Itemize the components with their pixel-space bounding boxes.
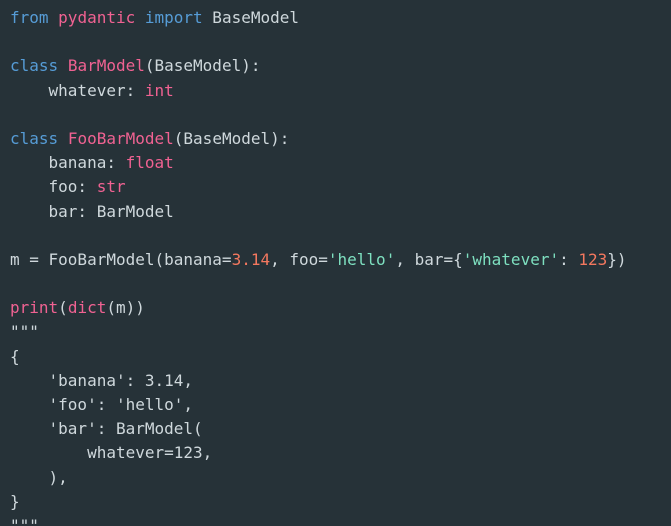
code-token-plain: (: [58, 298, 68, 318]
code-line: [10, 30, 671, 54]
code-line: }: [10, 490, 671, 514]
code-token-keyword: class: [10, 128, 59, 148]
code-token-docstring: 'banana': 3.14,: [10, 370, 194, 390]
code-token-docstring: """: [10, 515, 39, 526]
code-token-plain: , bar={: [395, 249, 463, 269]
code-token-string: 'whatever': [462, 249, 560, 269]
code-token-number: 123: [578, 249, 608, 269]
code-token-docstring: ),: [10, 467, 68, 487]
code-token-plain: (BaseModel):: [144, 56, 261, 76]
code-line: bar: BarModel: [10, 200, 671, 224]
code-line: """: [10, 320, 671, 344]
code-token-plain: (BaseModel):: [173, 128, 290, 148]
code-token-class: FooBarModel: [67, 128, 174, 148]
code-token-plain: [135, 8, 145, 27]
code-line: whatever: int: [10, 79, 671, 103]
code-token-docstring: }: [10, 491, 20, 511]
code-token-builtin: str: [96, 177, 126, 197]
code-token-builtin: int: [144, 80, 174, 100]
code-token-plain: BaseModel: [202, 8, 299, 27]
code-token-plain: [58, 56, 68, 75]
code-token-plain: :: [559, 249, 579, 269]
code-line: [10, 272, 671, 296]
code-line: {: [10, 345, 671, 369]
code-token-plain: , foo=: [270, 249, 328, 269]
code-token-docstring: 'bar': BarModel(: [10, 419, 203, 439]
code-token-plain: }): [607, 249, 627, 269]
code-line: banana: float: [10, 151, 671, 175]
code-token-keyword: import: [144, 8, 203, 27]
code-line: print(dict(m)): [10, 296, 671, 320]
code-token-plain: bar: BarModel: [10, 201, 174, 221]
code-token-plain: whatever:: [10, 80, 145, 100]
code-token-builtin: float: [125, 153, 174, 173]
code-token-plain: [58, 129, 68, 148]
code-line: 'banana': 3.14,: [10, 369, 671, 393]
code-token-builtin: print: [10, 298, 59, 318]
code-line: [10, 224, 671, 248]
code-line: [10, 103, 671, 127]
code-line: 'foo': 'hello',: [10, 393, 671, 417]
code-token-plain: banana:: [10, 153, 126, 173]
code-line: class BarModel(BaseModel):: [10, 54, 671, 78]
code-token-plain: [49, 8, 59, 27]
code-line: 'bar': BarModel(: [10, 417, 671, 441]
code-token-keyword: from: [10, 8, 49, 27]
code-token-plain: (m)): [106, 298, 145, 318]
code-line: whatever=123,: [10, 441, 671, 465]
code-line: foo: str: [10, 175, 671, 199]
code-token-docstring: {: [10, 346, 20, 366]
code-token-class: BarModel: [67, 56, 145, 76]
code-token-plain: foo:: [10, 177, 97, 197]
code-line: m = FooBarModel(banana=3.14, foo='hello'…: [10, 248, 671, 272]
code-token-docstring: """: [10, 322, 39, 342]
code-token-docstring: 'foo': 'hello',: [10, 395, 194, 414]
code-token-module: pydantic: [58, 8, 136, 27]
code-line: from pydantic import BaseModel: [10, 6, 671, 30]
code-token-docstring: whatever=123,: [10, 443, 213, 463]
code-token-keyword: class: [10, 56, 59, 76]
code-token-number: 3.14: [231, 249, 271, 269]
code-line: class FooBarModel(BaseModel):: [10, 127, 671, 151]
code-token-builtin: dict: [67, 298, 107, 318]
code-token-plain: m = FooBarModel(banana=: [10, 249, 232, 269]
code-line: """: [10, 514, 671, 526]
code-token-string: 'hello': [327, 249, 396, 269]
code-line: ),: [10, 466, 671, 490]
